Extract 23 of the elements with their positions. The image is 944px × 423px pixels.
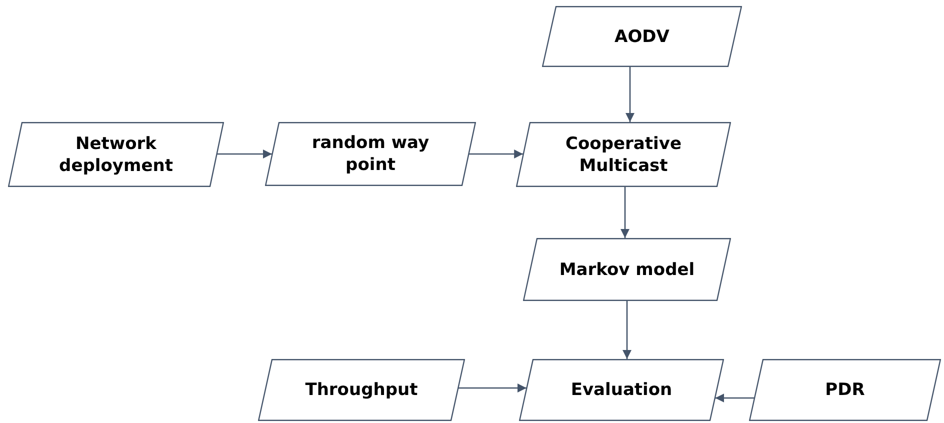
parallelogram-box xyxy=(542,6,742,67)
parallelogram-box xyxy=(749,359,941,421)
parallelogram-box xyxy=(519,359,724,421)
node-label: AODV xyxy=(614,26,670,48)
node-label: Evaluation xyxy=(570,379,672,401)
arrow xyxy=(715,394,754,402)
parallelogram-box xyxy=(258,359,465,421)
parallelogram-box xyxy=(516,122,731,187)
arrow xyxy=(469,150,524,158)
arrow xyxy=(626,67,634,122)
node-label: Cooperative Multicast xyxy=(564,132,682,176)
arrow xyxy=(217,150,272,158)
node-label: random way point xyxy=(310,132,430,176)
arrow xyxy=(622,301,632,359)
node-label: PDR xyxy=(825,379,865,401)
arrow xyxy=(620,187,630,238)
node-label: Throughput xyxy=(305,379,418,401)
node-label: Markov model xyxy=(559,258,695,280)
parallelogram-box xyxy=(523,238,731,301)
parallelogram-box xyxy=(8,122,224,187)
arrow xyxy=(458,384,526,392)
node-label: Network deployment xyxy=(58,132,174,176)
parallelogram-box xyxy=(265,122,476,186)
